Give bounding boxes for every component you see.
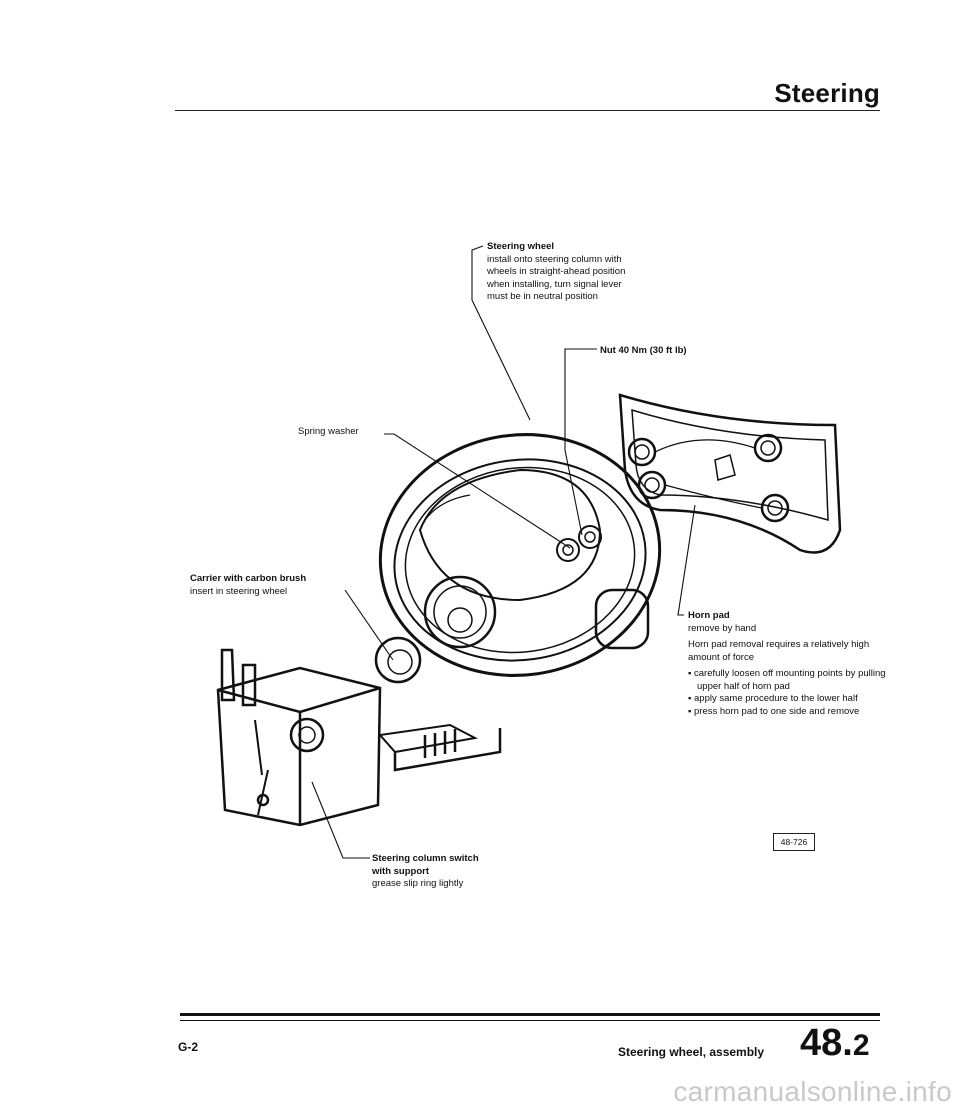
horn-pad-step: ▪ press horn pad to one side and remove xyxy=(688,706,888,719)
section-number: 48.2 xyxy=(800,1022,870,1064)
watermark: carmanualsonline.info xyxy=(673,1076,952,1107)
page-title: Steering xyxy=(774,78,880,108)
label-column-switch-title-2: with support xyxy=(372,865,429,877)
label-steering-wheel-line-1: install onto steering column with xyxy=(487,253,622,265)
label-horn-pad: Horn pad remove by hand Horn pad removal… xyxy=(688,610,888,718)
label-column-switch-title-1: Steering column switch xyxy=(372,853,479,864)
horn-pad-step: ▪ apply same procedure to the lower half xyxy=(688,693,888,706)
bullet-icon: ▪ xyxy=(688,705,692,717)
bullet-icon: ▪ xyxy=(688,693,692,704)
label-steering-wheel: Steering wheel install onto steering col… xyxy=(487,241,657,304)
label-carrier-sub: insert in steering wheel xyxy=(190,585,288,597)
label-carrier-title: Carrier with carbon brush xyxy=(190,573,307,584)
figure-reference: 48-726 xyxy=(773,833,815,851)
steering-wheel-rim xyxy=(378,433,662,677)
section-number-major: 48 xyxy=(800,1022,843,1064)
label-horn-pad-sub: remove by hand xyxy=(688,622,757,634)
footer-rule-thin xyxy=(180,1020,880,1021)
label-horn-pad-note: Horn pad removal requires a relatively h… xyxy=(688,639,870,663)
bullet-icon: ▪ xyxy=(688,668,692,679)
horn-pad xyxy=(618,393,842,554)
label-steering-wheel-line-3: when installing, turn signal lever xyxy=(487,278,622,290)
footer-section-title: Steering wheel, assembly xyxy=(618,1045,765,1059)
nut-and-washer xyxy=(556,525,602,562)
wheel-hub xyxy=(418,468,602,602)
spoke-opening xyxy=(594,588,650,650)
label-horn-pad-title: Horn pad xyxy=(688,610,730,621)
horn-pad-step-text: press horn pad to one side and remove xyxy=(694,705,860,717)
label-column-switch: Steering column switch with support grea… xyxy=(372,853,522,891)
section-number-minor: 2 xyxy=(852,1029,870,1062)
horn-pad-steps: ▪ carefully loosen off mounting points b… xyxy=(688,668,888,718)
leader-lines xyxy=(311,245,696,859)
label-carrier: Carrier with carbon brush insert in stee… xyxy=(190,573,350,598)
label-steering-wheel-title: Steering wheel xyxy=(487,241,555,252)
label-steering-wheel-line-2: wheels in straight-ahead position xyxy=(487,266,626,277)
header-rule xyxy=(175,110,880,111)
footer-rule xyxy=(180,1013,880,1016)
steering-column-switch xyxy=(216,648,502,827)
footer-page-number: G-2 xyxy=(178,1040,199,1054)
label-nut: Nut 40 Nm (30 ft lb) xyxy=(600,345,687,356)
horn-pad-step-text: carefully loosen off mounting points by … xyxy=(694,668,886,692)
hub-boss xyxy=(423,575,497,649)
horn-pad-step-text: apply same procedure to the lower half xyxy=(694,693,858,704)
label-spring-washer: Spring washer xyxy=(298,426,359,437)
label-steering-wheel-line-4: must be in neutral position xyxy=(487,291,598,302)
horn-pad-step: ▪ carefully loosen off mounting points b… xyxy=(688,668,888,693)
carbon-brush-carrier xyxy=(374,636,422,684)
label-column-switch-sub: grease slip ring lightly xyxy=(372,878,464,889)
